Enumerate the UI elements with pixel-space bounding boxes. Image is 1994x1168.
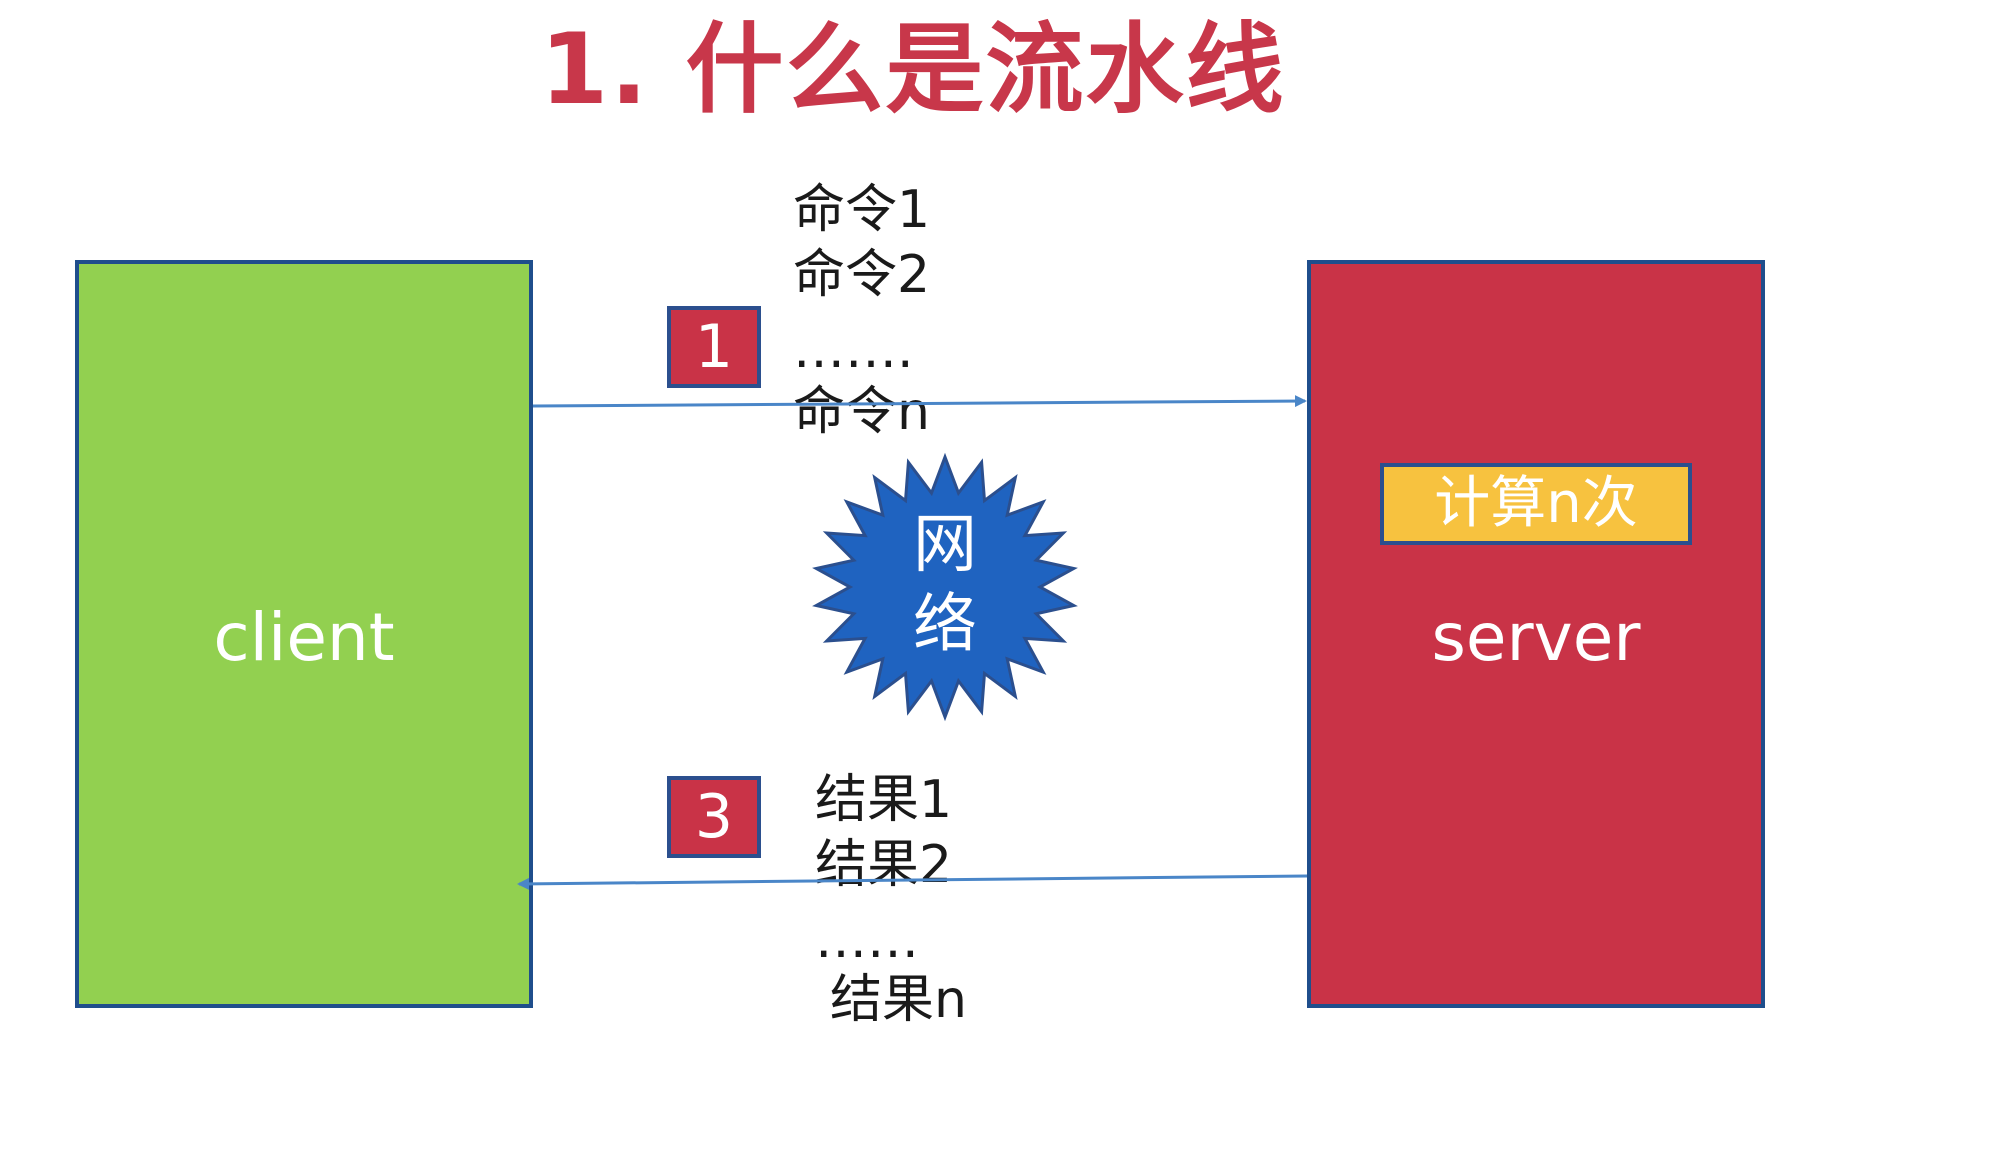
result-1: 结果1 [815, 770, 953, 830]
result-n: 结果n [830, 970, 967, 1030]
command-2: 命令2 [793, 245, 931, 305]
network-label: 网 络 [905, 505, 985, 665]
step-1-badge: 1 [667, 306, 761, 388]
network-label-line-2: 络 [913, 588, 977, 662]
client-box: client [75, 260, 533, 1008]
network-label-line-1: 网 [913, 508, 977, 582]
compute-n-times-badge: 计算n次 [1380, 463, 1692, 545]
step-3-badge: 3 [667, 776, 761, 858]
client-label: client [213, 599, 395, 676]
server-box: server [1307, 260, 1765, 1008]
command-n: 命令n [793, 382, 930, 442]
result-2: 结果2 [815, 835, 953, 895]
server-label: server [1431, 599, 1641, 676]
command-ellipsis: ……. [793, 320, 914, 380]
page-title: 1. 什么是流水线 [540, 13, 1286, 127]
command-1: 命令1 [793, 180, 931, 240]
result-ellipsis: …… [815, 910, 919, 970]
